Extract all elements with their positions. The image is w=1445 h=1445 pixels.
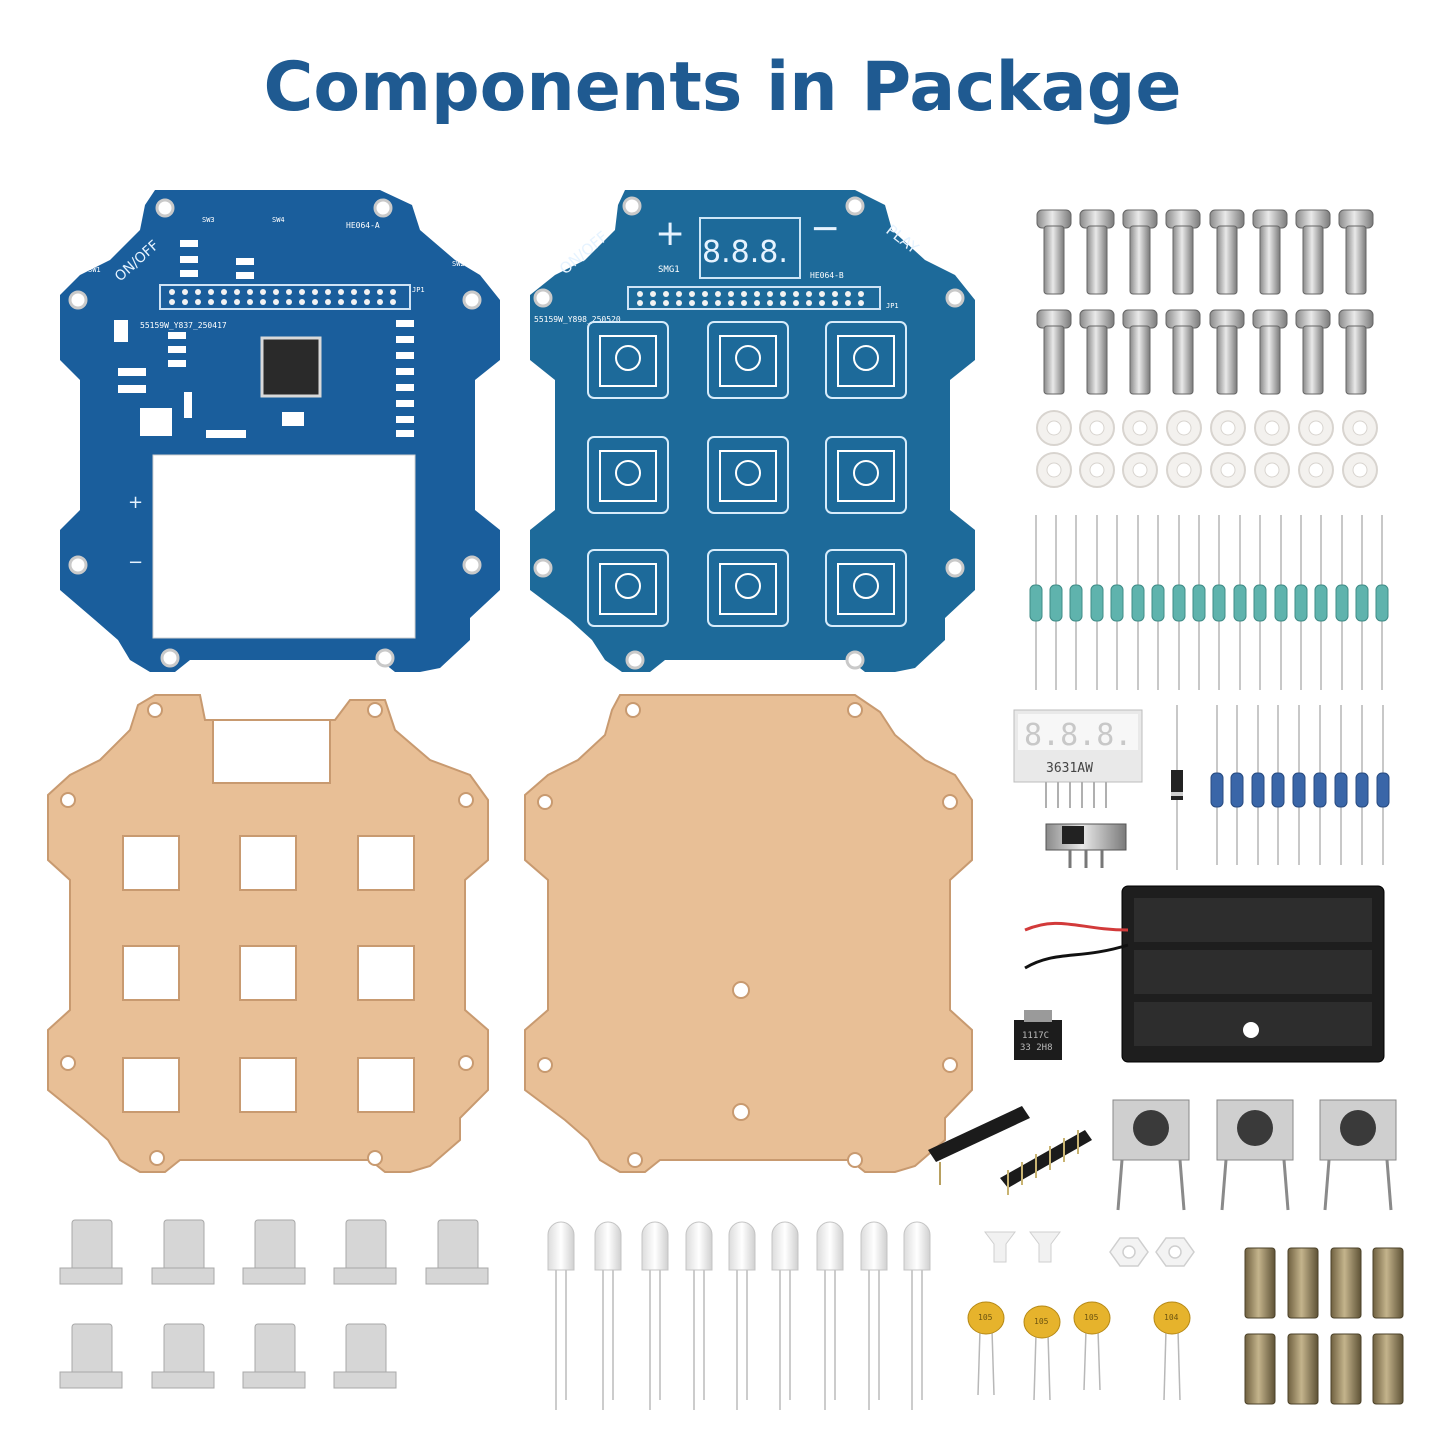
acrylic-plate-front-holes (60, 702, 474, 1166)
pcb-a-sw3-label: SW3 (202, 216, 215, 224)
pcb-b-name-label: HE064-B (810, 271, 844, 280)
voltage-regulator: 1117C 33 2H8 (1014, 1010, 1062, 1060)
acrylic-plate-front-windows (122, 835, 415, 1113)
female-header (928, 1106, 1030, 1185)
acrylic-plate-back-holes (537, 702, 958, 1168)
pcb-b-holes (533, 196, 965, 670)
pcb-b-minus: − (810, 208, 840, 249)
pcb-a-name-label: HE064-A (346, 221, 380, 230)
pcb-a-mcu-chip (260, 336, 322, 398)
nylon-washers (1036, 410, 1378, 488)
page-title: Components in Package (263, 48, 1182, 127)
nylon-nuts (1109, 1237, 1195, 1267)
pcb-b-led-footprints (615, 345, 879, 599)
diode (1171, 705, 1183, 870)
battery-holder (1024, 885, 1385, 1063)
pcb-a-sw4-label: SW4 (272, 216, 285, 224)
cap-label-3: 105 (1084, 1313, 1099, 1322)
nylon-screws (984, 1231, 1061, 1263)
seven-segment-label: 3631AW (1046, 761, 1093, 776)
brass-standoffs (1244, 1247, 1404, 1405)
slide-switch (1045, 823, 1127, 868)
plastic-spacers (59, 1219, 489, 1389)
resistors-teal (1029, 515, 1389, 690)
pcb-b-header (627, 286, 881, 310)
pcb-b-button-footprints (599, 335, 895, 615)
cap-label-4: 104 (1164, 1313, 1179, 1322)
pcb-a-display-window (152, 454, 416, 639)
pcb-a-header (159, 284, 411, 310)
pcb-b-display-outline (699, 217, 801, 279)
svg-text:8.8.8.: 8.8.8. (1024, 718, 1132, 753)
pcb-a-plus: + (128, 492, 143, 513)
pcb-b-plus: + (655, 213, 685, 254)
pcb-b-display-digits: 8.8.8. (702, 235, 788, 270)
pcb-b-display-label: SMG1 (658, 265, 680, 275)
pcb-a-smd-parts (114, 240, 414, 438)
acrylic-plate-back (524, 694, 973, 1173)
regulator-label-2: 33 2H8 (1020, 1043, 1053, 1053)
pcb-b-serial: 55159W_Y898_250520 (534, 315, 621, 324)
cap-label-1: 105 (978, 1313, 993, 1322)
pcb-b: + − ON/OFF PLAY 8.8.8. SMG1 HE064-B 5515… (530, 190, 975, 672)
pcb-b-header-label: JP1 (886, 302, 899, 310)
regulator-label-1: 1117C (1022, 1031, 1049, 1041)
pcb-b-board (530, 190, 975, 672)
white-leds (547, 1221, 931, 1410)
pcb-a-sw1-label: SW1 (88, 266, 101, 274)
resistors-blue (1210, 705, 1390, 865)
male-header (1000, 1130, 1092, 1195)
seven-segment-display: 8.8.8. 3631AW (1013, 709, 1143, 808)
ceramic-capacitors: 105 105 105 104 (967, 1301, 1191, 1401)
cap-label-2: 105 (1034, 1317, 1049, 1326)
pcb-a-serial: 55159W_Y837_250417 (140, 321, 227, 330)
tactile-buttons (1112, 1099, 1397, 1211)
screws (1036, 209, 1374, 395)
pcb-a-sw2-label: SW2 (452, 260, 465, 268)
pcb-a-minus: − (128, 552, 143, 573)
pcb-b-button-pads (587, 321, 907, 627)
pcb-a-header-label: JP1 (412, 286, 425, 294)
pcb-a: JP1 HE064-A 55159W_Y837_250417 SW3 SW4 S… (60, 190, 500, 672)
acrylic-plate-front (47, 694, 489, 1173)
pcb-a-holes (68, 198, 482, 668)
